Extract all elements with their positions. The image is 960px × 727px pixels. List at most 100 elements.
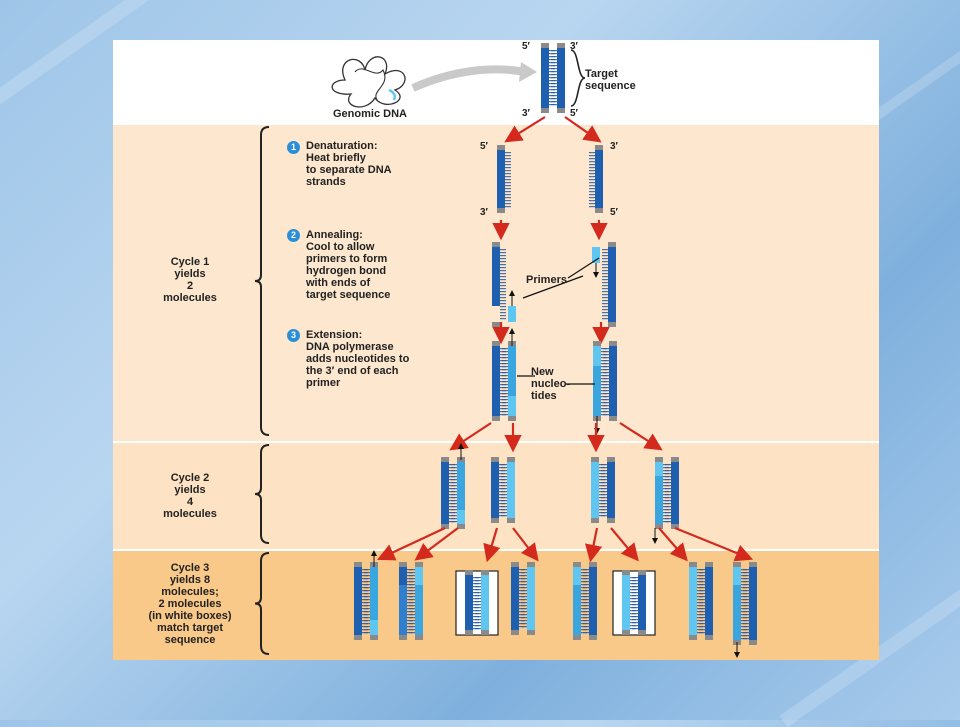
- base-tick: [665, 467, 671, 469]
- strand-end-cap: [457, 524, 465, 529]
- strand-end-cap: [507, 518, 515, 523]
- base-tick: [502, 378, 508, 380]
- base-tick: [500, 252, 506, 254]
- dna-strand: [593, 346, 601, 366]
- base-tick: [743, 617, 749, 619]
- base-tick: [551, 74, 557, 76]
- base-tick: [521, 569, 527, 571]
- base-tick: [409, 569, 415, 571]
- dna-strand: [671, 462, 679, 524]
- dna-strand: [491, 462, 499, 518]
- base-tick: [505, 182, 511, 184]
- base-tick: [521, 599, 527, 601]
- base-tick: [364, 614, 370, 616]
- strand-end-cap: [591, 518, 599, 523]
- new-nucleotides-label: New nucleo- tides: [531, 366, 571, 402]
- strand-end-cap: [573, 562, 581, 567]
- base-tick: [505, 155, 511, 157]
- strand-end-cap: [608, 242, 616, 247]
- base-tick: [589, 191, 595, 193]
- base-tick: [601, 473, 607, 475]
- base-tick: [602, 258, 608, 260]
- dna-strand: [481, 575, 489, 630]
- base-tick: [500, 312, 506, 314]
- base-tick: [451, 500, 457, 502]
- base-tick: [601, 497, 607, 499]
- strand-end-cap: [589, 562, 597, 567]
- base-tick: [475, 592, 481, 594]
- strand-end-cap: [609, 341, 617, 346]
- base-tick: [502, 405, 508, 407]
- base-tick: [699, 569, 705, 571]
- cycle-label: Cycle 2 yields 4 molecules: [163, 472, 217, 520]
- base-tick: [603, 414, 609, 416]
- cycle-label: Cycle 3 yields 8 molecules; 2 molecules …: [148, 562, 232, 646]
- base-tick: [501, 491, 507, 493]
- base-tick: [521, 623, 527, 625]
- base-tick: [409, 590, 415, 592]
- base-tick: [602, 252, 608, 254]
- strand-end-cap: [749, 640, 757, 645]
- base-tick: [583, 590, 589, 592]
- base-tick: [451, 521, 457, 523]
- base-tick: [743, 620, 749, 622]
- base-tick: [603, 360, 609, 362]
- base-tick: [601, 494, 607, 496]
- base-tick: [699, 611, 705, 613]
- base-tick: [583, 605, 589, 607]
- cycle-bracket: [254, 552, 270, 655]
- base-tick: [665, 470, 671, 472]
- base-tick: [603, 387, 609, 389]
- base-tick: [551, 92, 557, 94]
- base-tick: [665, 515, 671, 517]
- base-tick: [501, 479, 507, 481]
- base-tick: [699, 599, 705, 601]
- base-tick: [364, 590, 370, 592]
- base-tick: [601, 482, 607, 484]
- process-arrow: [414, 527, 459, 561]
- base-tick: [505, 161, 511, 163]
- dna-strand: [607, 462, 615, 518]
- base-tick: [665, 497, 671, 499]
- base-tick: [603, 396, 609, 398]
- base-tick: [699, 581, 705, 583]
- base-tick: [500, 315, 506, 317]
- base-tick: [475, 604, 481, 606]
- base-tick: [589, 167, 595, 169]
- strand-end-cap: [511, 630, 519, 635]
- base-tick: [602, 270, 608, 272]
- base-tick: [699, 593, 705, 595]
- process-arrow: [584, 527, 603, 563]
- target-band: [113, 40, 879, 125]
- base-tick: [475, 580, 481, 582]
- target-sequence-label: Target sequence: [585, 68, 636, 92]
- dna-strand: [465, 575, 473, 630]
- base-tick: [451, 503, 457, 505]
- base-tick: [551, 65, 557, 67]
- base-tick: [665, 503, 671, 505]
- base-tick: [505, 173, 511, 175]
- base-tick: [603, 393, 609, 395]
- base-tick: [502, 372, 508, 374]
- dna-strand: [370, 567, 378, 620]
- base-tick: [500, 282, 506, 284]
- base-tick: [475, 625, 481, 627]
- base-tick: [364, 602, 370, 604]
- base-tick: [475, 628, 481, 630]
- strand-end-cap: [749, 562, 757, 567]
- base-tick: [583, 593, 589, 595]
- base-tick: [603, 375, 609, 377]
- step-number-badge: 3: [287, 329, 300, 342]
- primer-pointer: [567, 257, 600, 279]
- step-text: Extension: DNA polymerase adds nucleotid…: [306, 329, 410, 389]
- dna-strand: [609, 346, 617, 416]
- base-tick: [505, 176, 511, 178]
- base-tick: [602, 294, 608, 296]
- cycle-label: Cycle 1 yields 2 molecules: [163, 256, 217, 304]
- base-tick: [699, 605, 705, 607]
- dna-strand: [354, 567, 362, 635]
- base-tick: [589, 197, 595, 199]
- base-tick: [364, 596, 370, 598]
- base-tick: [364, 569, 370, 571]
- strand-end-cap: [609, 416, 617, 421]
